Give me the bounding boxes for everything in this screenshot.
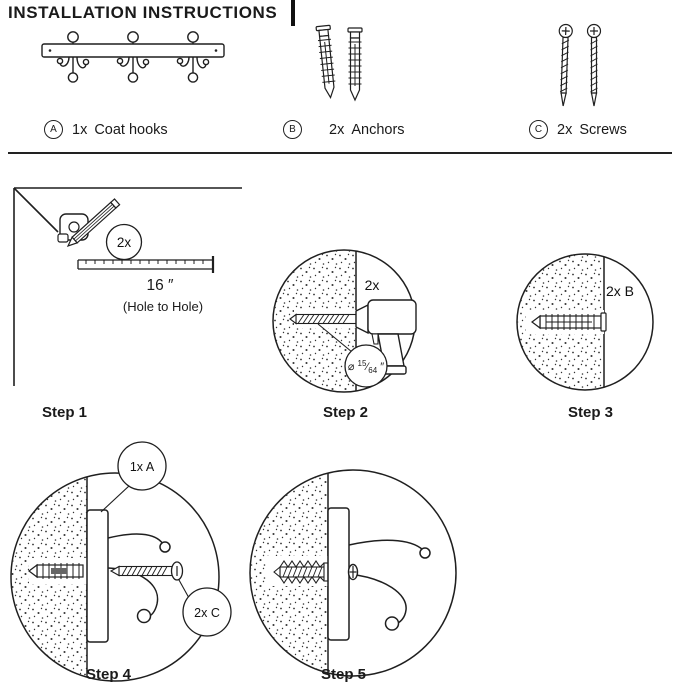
qty-callout-bubble [105,223,143,261]
anchor-collar [600,312,607,332]
anchor-2 [347,27,363,102]
callout-leader [317,323,353,353]
hook-1 [56,31,90,83]
part-a-label: A 1x Coat hooks [44,120,168,139]
screw-horizontal-icon [109,561,184,581]
hook-backplate [327,507,350,641]
coat-hooks-icon [41,31,225,83]
part-b-name: Anchors [351,121,405,138]
screw-2 [586,23,602,107]
hook-arms [348,539,431,631]
part-a-qty: 1x [72,121,88,138]
hook-rail [41,43,225,58]
anchors-icon [315,24,363,102]
hook-callout-bubble [117,441,167,491]
part-b-badge: B [283,120,302,139]
drill-bit-size-text: ⌀ 15⁄64 ″ [345,360,387,375]
part-b-qty: 2x [329,121,345,138]
fraction-denominator: 64 [368,366,378,375]
step4-illustration: 1x A 2x C [10,441,232,682]
rail-screw-hole [214,49,218,52]
page-title: INSTALLATION INSTRUCTIONS [8,3,278,22]
part-c-label: C 2x Screws [529,120,627,139]
flush-screw-head-icon [347,563,359,581]
step5-label: Step 5 [321,666,367,683]
step5-illustration [249,469,457,677]
anchor-in-wall-icon [531,312,607,332]
ruler-tape [77,256,215,273]
anchor-wing-top [279,560,329,568]
step2-label: Step 2 [323,404,369,421]
anchor-slot [51,568,67,574]
part-c-qty: 2x [557,121,573,138]
anchor-wing-bottom [279,576,329,584]
screws-icon [558,23,602,107]
anchor-in-wall-icon [28,563,84,579]
step2-illustration: 2x [272,249,417,393]
step4-hook-callout-text: 1x A [130,460,155,474]
step1-illustration: 2x [13,187,242,386]
step4-screw-callout-text: 2x C [194,606,220,620]
inch-mark: ″ [380,361,385,373]
hook-3 [176,31,210,83]
diameter-symbol: ⌀ [347,361,355,373]
part-b-label: B 2x Anchors [283,120,405,139]
bit-size-callout-bubble [344,344,388,388]
step1-qty-text: 2x [117,235,132,250]
fraction-slash: ⁄ [366,361,369,373]
rail-screw-hole [48,49,52,52]
fraction-numerator: 15 [357,359,367,368]
step2-qty-text: 2x [365,277,380,293]
screw-1 [558,23,573,107]
hook-backplate [86,509,109,643]
part-a-badge: A [44,120,63,139]
drill-bit-icon [289,313,357,325]
step3-qty-text: 2x B [606,283,634,299]
step3-label: Step 3 [568,404,614,421]
measurement-note: (Hole to Hole) [122,299,204,314]
part-c-name: Screws [579,121,627,138]
drill-trigger [371,333,379,345]
part-c-badge: C [529,120,548,139]
screw-callout-bubble [182,587,232,637]
step1-label: Step 1 [42,404,88,421]
hook-2 [116,31,150,83]
step3-illustration: 2x B [516,253,654,391]
wall-corner [13,187,242,386]
callout-leader [178,579,190,599]
step4-label: Step 4 [86,666,132,683]
pencil-icon [66,198,121,248]
header-divider [291,0,295,26]
callout-leader [100,485,130,513]
part-a-name: Coat hooks [94,121,168,138]
anchor-1 [315,24,336,100]
drill-icon [355,299,417,375]
section-divider [8,152,672,154]
measurement-text: 16 ″ [146,277,174,294]
